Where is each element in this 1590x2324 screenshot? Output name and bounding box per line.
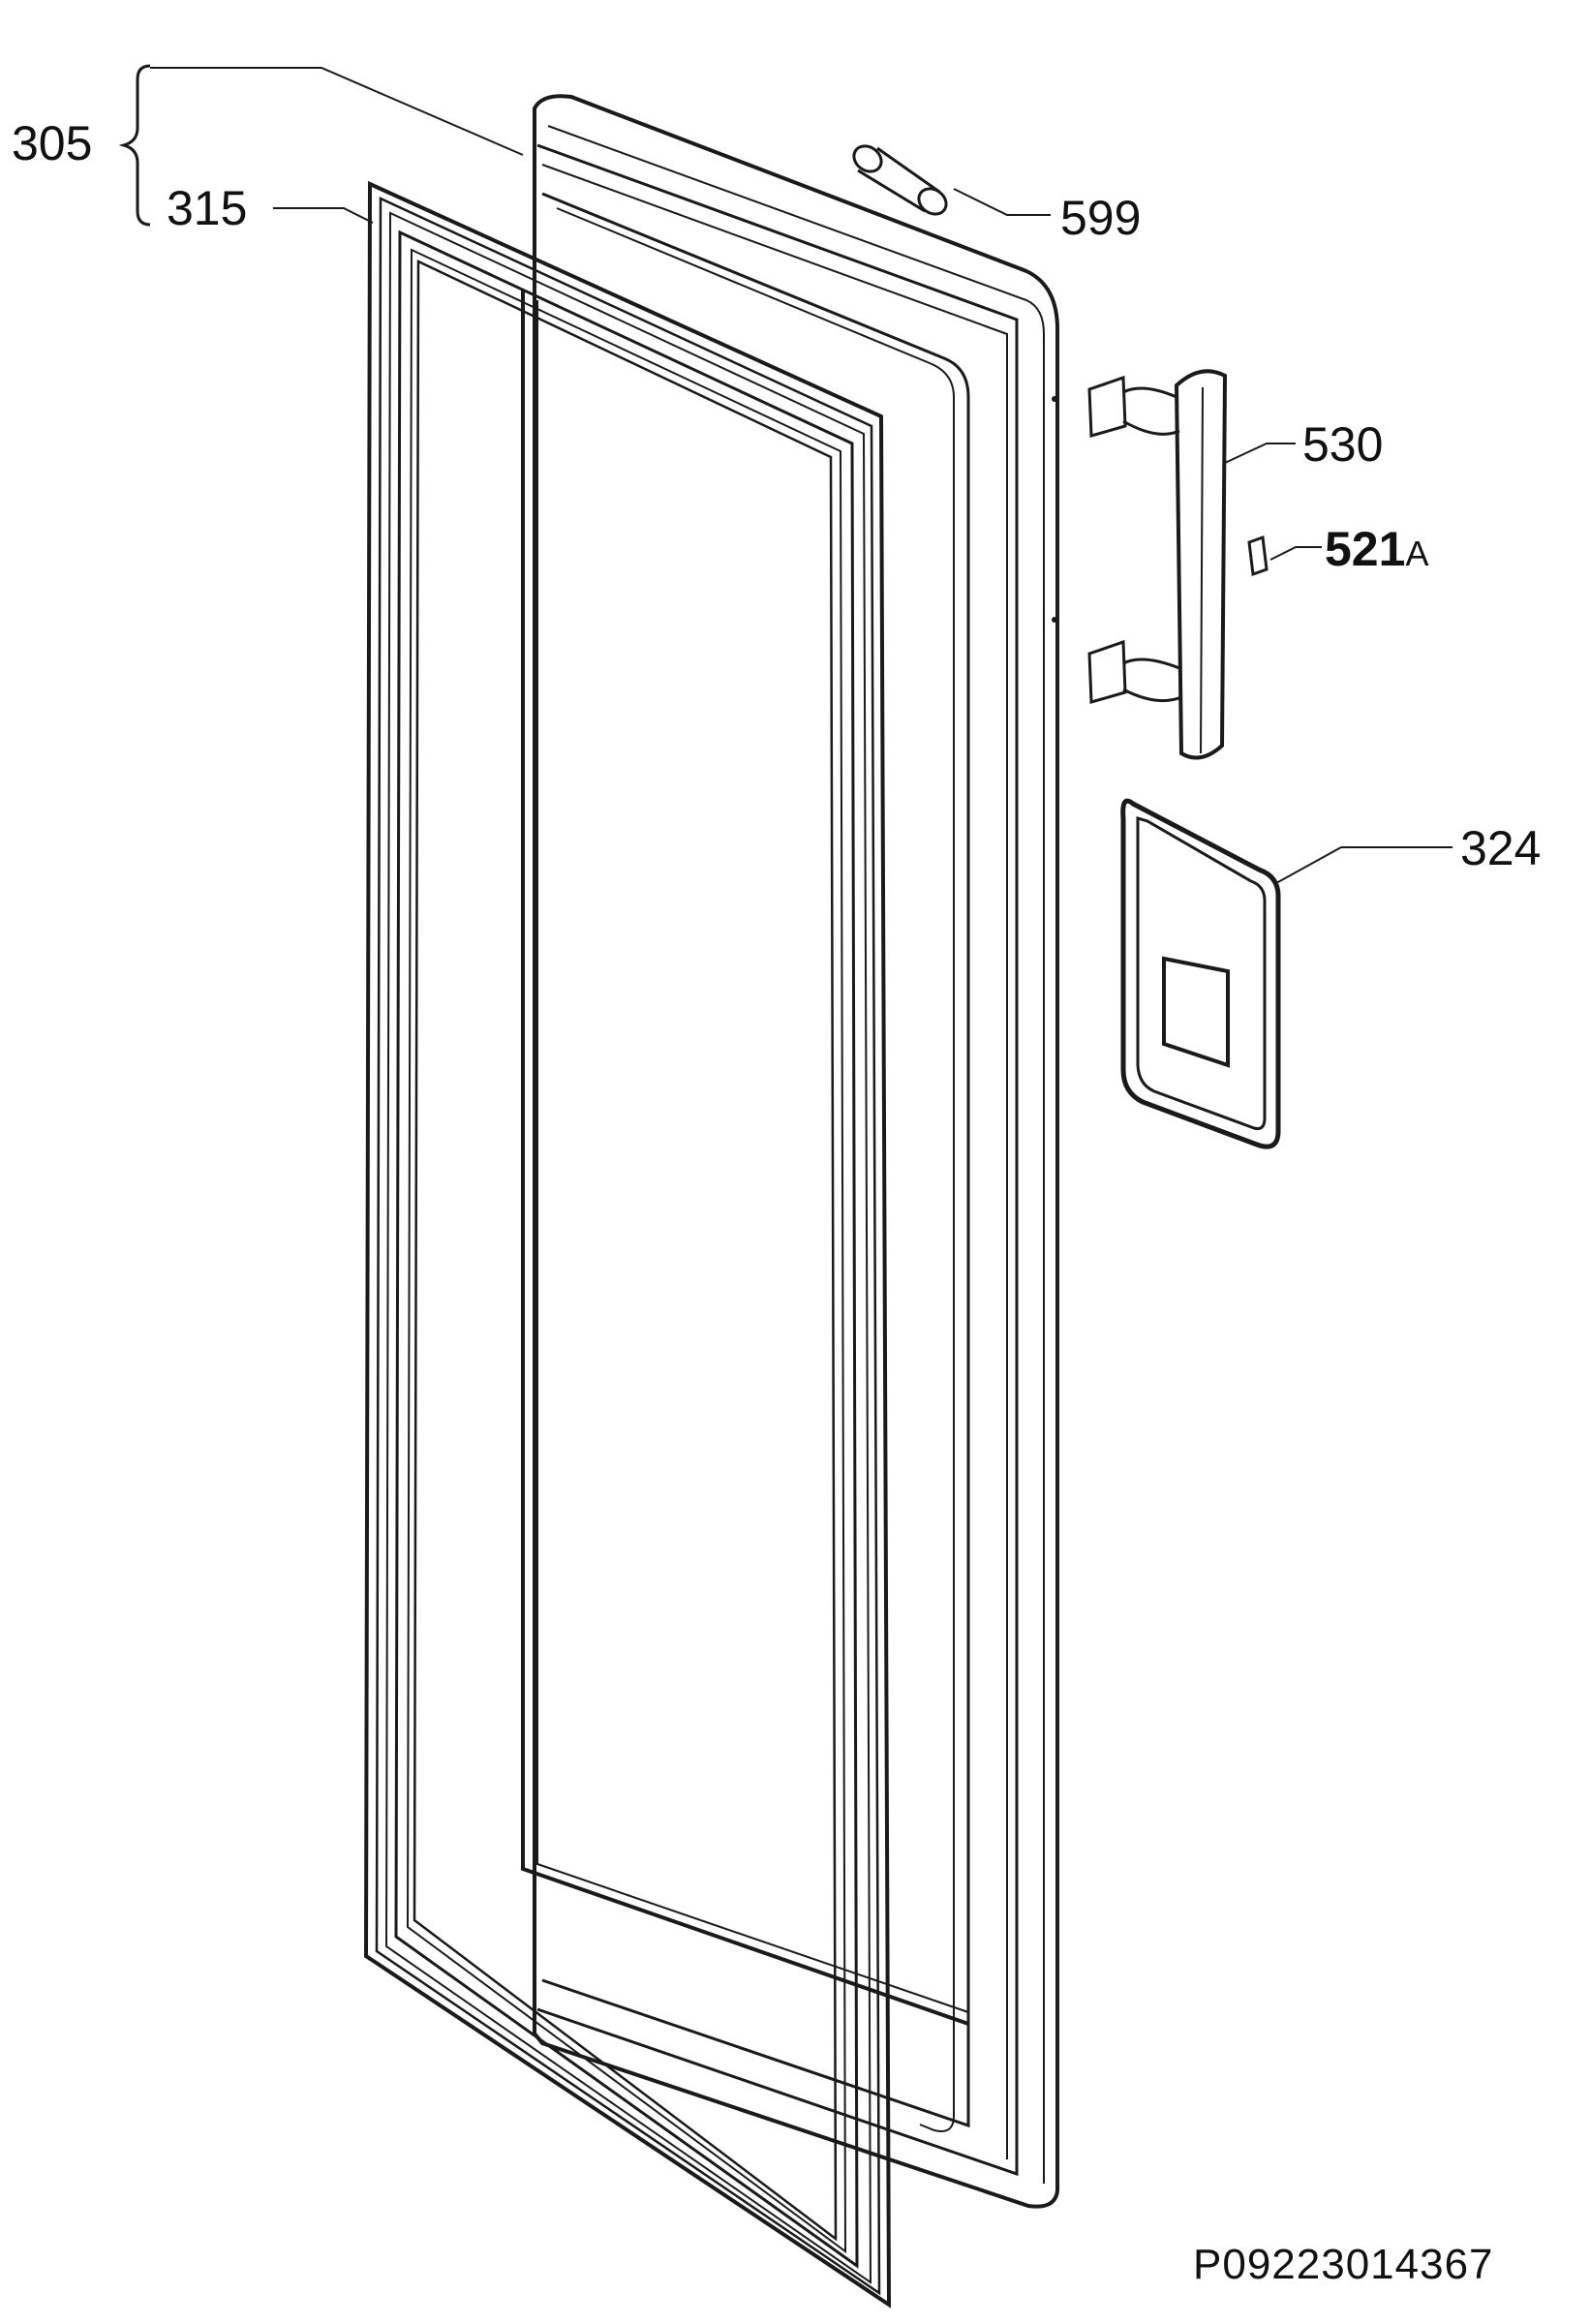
gasket-outer-2 bbox=[375, 197, 881, 2296]
hinge-pin bbox=[852, 144, 948, 216]
callout-305: 305 bbox=[12, 116, 92, 170]
leader-305 bbox=[150, 67, 524, 156]
panel-seal bbox=[1120, 798, 1281, 1149]
door-liner-step-2 bbox=[556, 207, 955, 2132]
door-screw-hole-1 bbox=[1052, 396, 1057, 402]
door-assembly bbox=[521, 94, 1059, 2209]
leader-599 bbox=[953, 188, 1051, 216]
brace-305 bbox=[118, 64, 151, 227]
gasket-outer-3 bbox=[384, 211, 872, 2284]
door-liner-step bbox=[541, 192, 970, 2128]
door-inner-panel-2 bbox=[536, 300, 969, 2013]
gasket-inner bbox=[394, 229, 859, 2269]
callout-521-suffix: A bbox=[1405, 534, 1428, 573]
gasket-inner-2 bbox=[406, 248, 847, 2253]
callout-599: 599 bbox=[1060, 191, 1141, 245]
handle-cover-part bbox=[1247, 535, 1269, 577]
callout-530: 530 bbox=[1302, 417, 1383, 472]
callout-521-number: 521 bbox=[1325, 522, 1405, 576]
door-outer-shell bbox=[533, 94, 1059, 2209]
gasket-outer bbox=[363, 180, 892, 2309]
callout-324: 324 bbox=[1460, 821, 1541, 875]
callout-521a: 521A bbox=[1325, 522, 1428, 576]
gasket-inner-3 bbox=[413, 260, 838, 2242]
door-screw-hole-2 bbox=[1052, 617, 1057, 623]
door-liner-edge-2 bbox=[541, 164, 1008, 2159]
leader-315 bbox=[273, 207, 374, 224]
leader-lines bbox=[118, 64, 1452, 884]
leader-521a bbox=[1269, 546, 1322, 561]
drawing-code: P09223014367 bbox=[1193, 2241, 1494, 2288]
leader-324 bbox=[1275, 846, 1452, 884]
door-rim bbox=[547, 125, 1045, 2184]
callout-315: 315 bbox=[167, 181, 247, 235]
door-inner-panel bbox=[521, 290, 969, 2026]
door-gasket bbox=[363, 180, 892, 2309]
door-handle bbox=[1087, 369, 1228, 760]
leader-530 bbox=[1224, 443, 1296, 464]
door-liner-edge bbox=[536, 143, 1019, 2177]
